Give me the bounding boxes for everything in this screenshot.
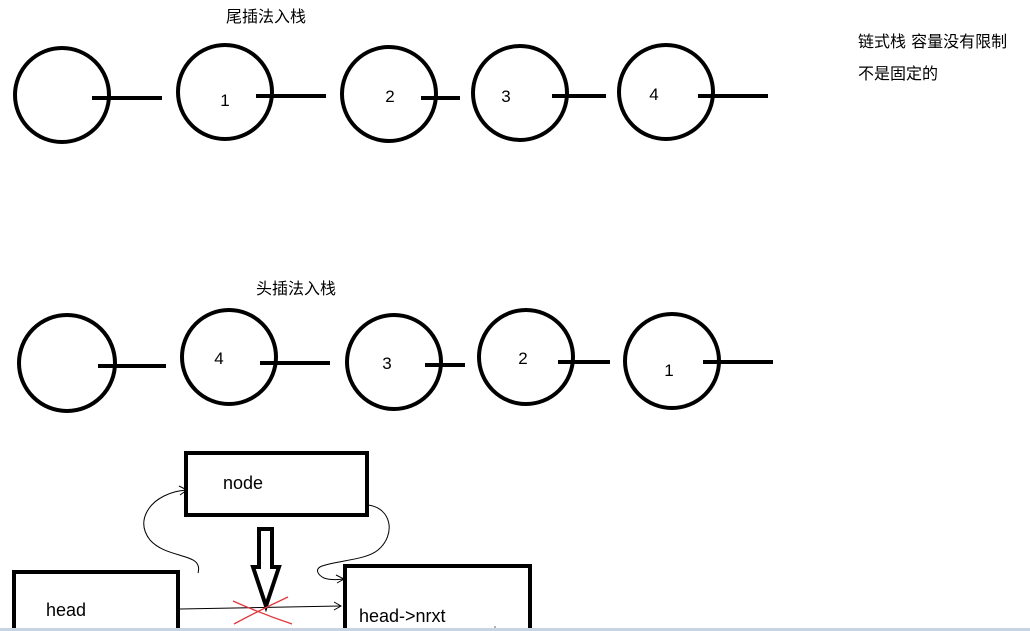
tail-node-4-label: 4 bbox=[649, 85, 658, 104]
head-to-node-arrowhead bbox=[178, 485, 188, 496]
head-node-2: 3 bbox=[345, 313, 465, 411]
node-to-next-arrowhead bbox=[335, 574, 346, 584]
bottom-scroll-edge bbox=[0, 628, 1030, 631]
tail-node-2-circle bbox=[340, 45, 438, 143]
tail-node-3-label: 3 bbox=[501, 87, 510, 106]
tail-node-2: 2 bbox=[340, 45, 460, 143]
head-node-2-circle bbox=[345, 313, 443, 411]
head-node-1: 4 bbox=[180, 308, 330, 406]
tail-node-3-circle bbox=[471, 44, 569, 142]
tail-node-3: 3 bbox=[471, 44, 606, 142]
tail-node-1: 1 bbox=[176, 43, 326, 141]
head-box-label: head bbox=[46, 600, 86, 620]
head-to-next-arrowhead bbox=[333, 601, 343, 611]
head-node-4-label: 1 bbox=[664, 361, 673, 380]
head-node-2-label: 3 bbox=[382, 354, 391, 373]
tail-node-0-circle bbox=[13, 46, 111, 144]
head-node-3-circle bbox=[477, 308, 575, 406]
tail-node-1-circle bbox=[176, 43, 274, 141]
tail-node-4: 4 bbox=[617, 43, 768, 141]
head-node-3: 2 bbox=[477, 308, 610, 406]
tail-node-2-label: 2 bbox=[385, 87, 394, 106]
tail-node-4-circle bbox=[617, 43, 715, 141]
head-to-next-link bbox=[179, 605, 341, 610]
head-box bbox=[12, 570, 180, 631]
tail-insertion-title: 尾插法入栈 bbox=[226, 7, 306, 26]
note-line-2: 不是固定的 bbox=[858, 64, 938, 83]
next-box bbox=[343, 564, 532, 631]
down-arrow-icon bbox=[250, 527, 282, 613]
note-line-1: 链式栈 容量没有限制 bbox=[858, 32, 1007, 51]
head-node-1-label: 4 bbox=[214, 349, 223, 368]
head-node-0 bbox=[17, 313, 166, 413]
tail-node-1-label: 1 bbox=[220, 91, 229, 110]
cross-mark-icon bbox=[232, 596, 293, 625]
node-box-label: node bbox=[223, 473, 263, 493]
head-node-0-circle bbox=[17, 313, 117, 413]
node-to-next-curve bbox=[317, 504, 390, 581]
head-node-4: 1 bbox=[623, 312, 773, 410]
head-insertion-title: 头插法入栈 bbox=[256, 279, 336, 298]
head-node-3-label: 2 bbox=[518, 349, 527, 368]
next-box-label: head->nrxt bbox=[359, 606, 446, 626]
head-node-1-circle bbox=[180, 308, 278, 406]
node-box bbox=[184, 451, 369, 517]
head-to-node-curve bbox=[143, 489, 200, 574]
tail-node-0 bbox=[13, 46, 162, 144]
